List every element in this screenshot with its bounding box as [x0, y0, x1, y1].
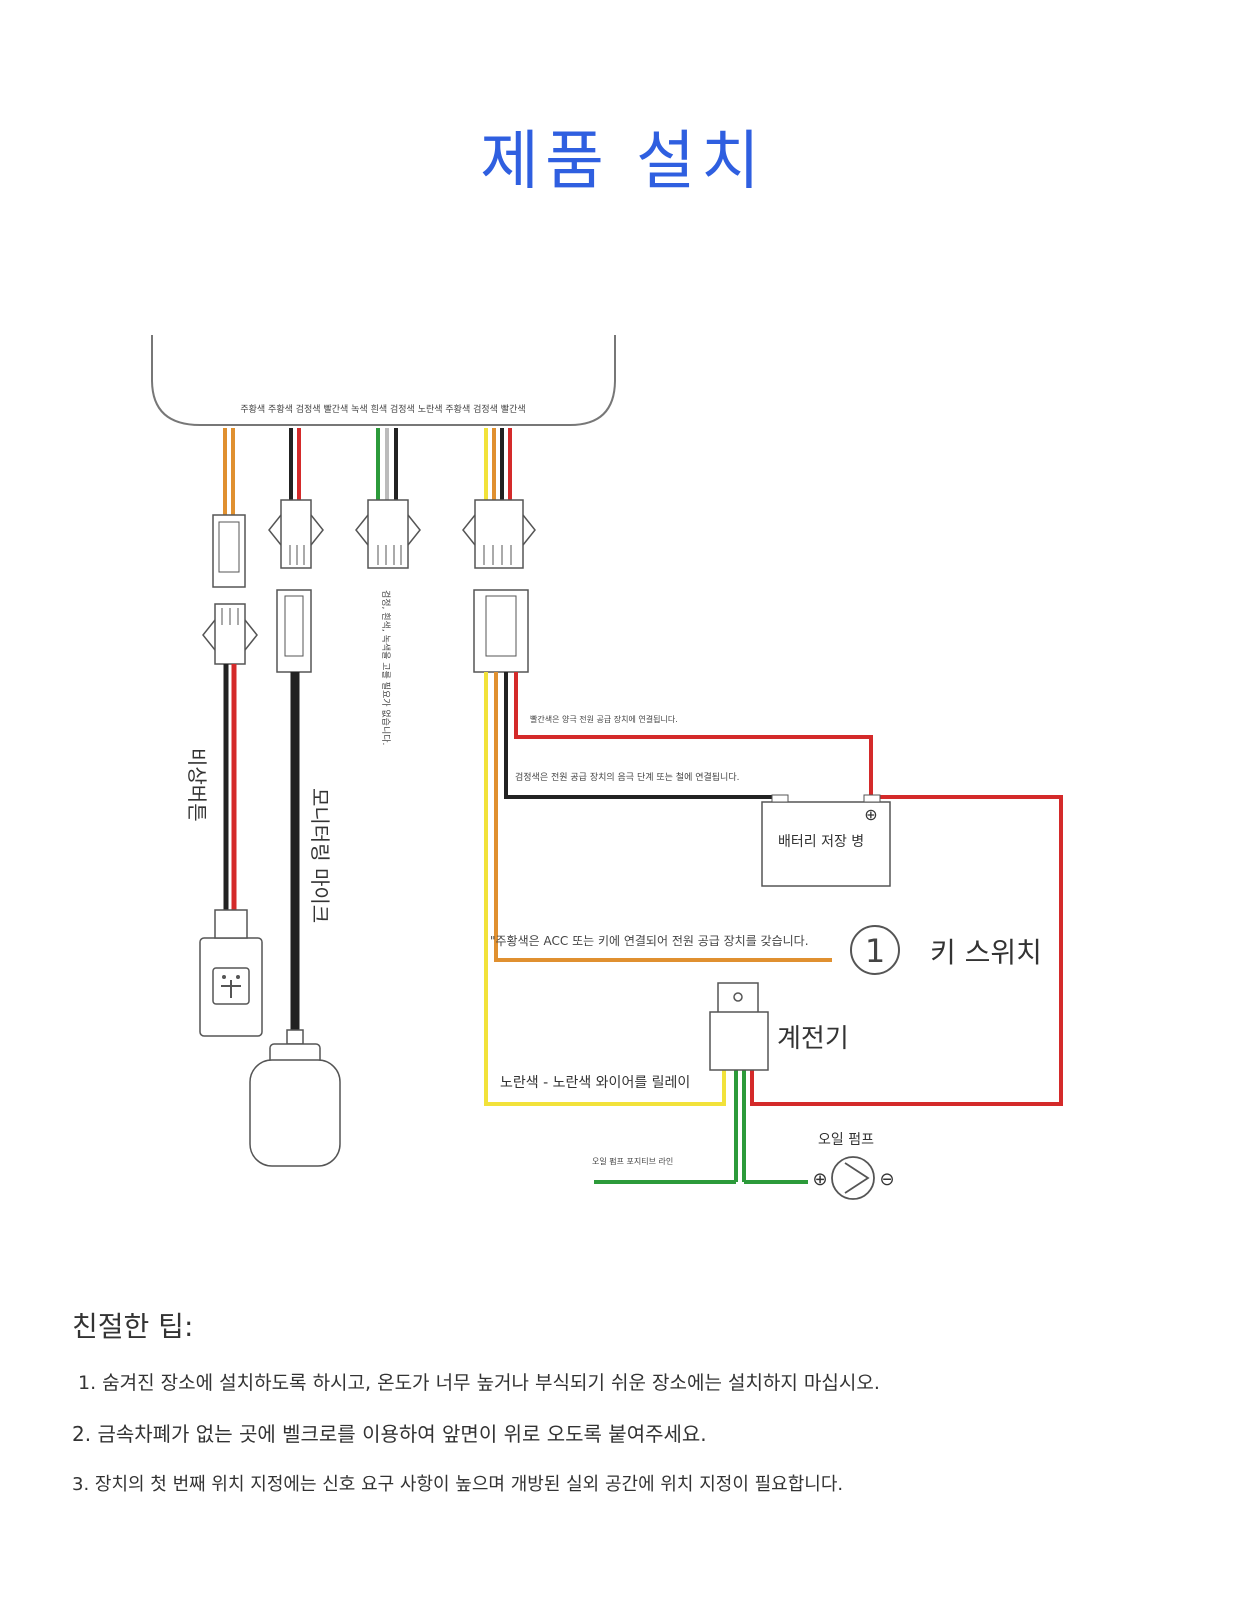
key-switch-label: 키 스위치 — [930, 936, 1042, 969]
relay — [709, 982, 769, 1071]
main-power-wires — [462, 428, 1063, 1184]
page-title: 제품 설치 — [480, 125, 766, 199]
battery: ⊕ 배터리 저장 병 — [761, 794, 891, 887]
monitoring-mic-wires — [249, 428, 341, 1167]
unused-wires-note: 검정, 흰색, 녹색을 고를 필요가 없습니다. — [380, 590, 392, 745]
oil-pump-symbol: ⊕ ⊖ — [812, 1156, 895, 1200]
monitoring-mic-label: 모니터링 마이크 — [308, 788, 332, 923]
connector-female-4 — [474, 499, 524, 569]
key-switch-symbol: 1 — [850, 925, 900, 975]
key-switch-number: 1 — [865, 932, 885, 970]
red-wire-note: 빨간색은 양극 전원 공급 장치에 연결됩니다. — [530, 714, 678, 724]
connector-female-3 — [367, 499, 409, 569]
device-body — [151, 335, 616, 426]
microphone-body — [249, 1059, 341, 1167]
oil-pump-positive-line-label: 오일 펌프 포지티브 라인 — [592, 1156, 673, 1166]
black-wire-note: 검정색은 전원 공급 장치의 음극 단계 또는 철에 연결됩니다. — [515, 771, 739, 783]
emergency-button-label: 비상버튼 — [185, 748, 209, 822]
oil-pump-minus-symbol: ⊖ — [879, 1169, 894, 1190]
battery-label: 배터리 저장 병 — [778, 834, 864, 850]
relay-label: 계전기 — [777, 1024, 849, 1054]
yellow-wire-note: 노란색 - 노란색 와이어를 릴레이 — [500, 1075, 690, 1091]
tip-item-2: 2. 금속차폐가 없는 곳에 벨크로를 이용하여 앞면이 위로 오도록 붙여주세… — [72, 1422, 707, 1446]
tips-heading: 친절한 팁: — [72, 1310, 194, 1343]
battery-plus-symbol: ⊕ — [864, 805, 877, 824]
tip-item-1: 1. 숨겨진 장소에 설치하도록 하시고, 온도가 너무 높거나 부식되기 쉬운… — [78, 1372, 880, 1394]
tip-item-3: 3. 장치의 첫 번째 위치 지정에는 신호 요구 사항이 높으며 개방된 실외… — [72, 1474, 844, 1495]
emergency-button-wires — [199, 428, 263, 1037]
connector-female-2 — [280, 499, 312, 569]
orange-wire-note: "주황색은 ACC 또는 키에 연결되어 전원 공급 장치를 갖습니다. — [490, 934, 809, 948]
harness-wire-colors: 주황색 주황색 검정색 빨간색 녹색 흰색 검정색 노란색 주황색 검정색 빨간… — [240, 403, 525, 415]
unused-wires — [355, 428, 421, 569]
oil-pump-plus-symbol: ⊕ — [812, 1169, 827, 1190]
oil-pump-label: 오일 펌프 — [818, 1132, 874, 1148]
